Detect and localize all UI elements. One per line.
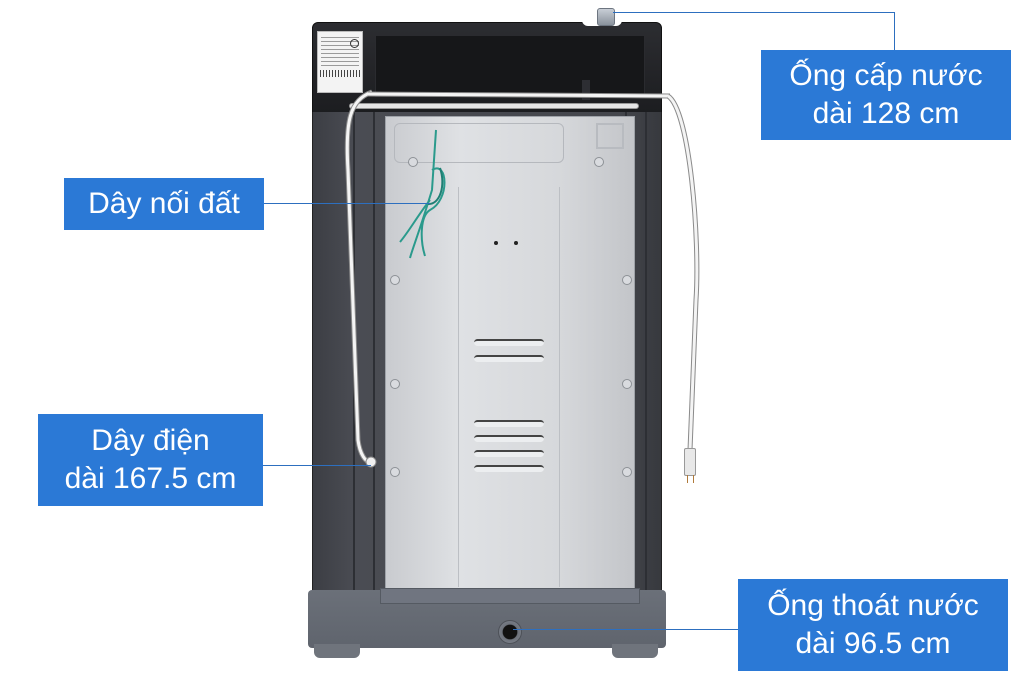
vent-slot-icon bbox=[474, 355, 544, 362]
cabinet-body bbox=[312, 112, 662, 606]
vent-slot-icon bbox=[474, 450, 544, 457]
leader-line-water-inlet-vertical bbox=[894, 12, 895, 50]
rating-label-sticker bbox=[317, 31, 363, 93]
power-plug-icon bbox=[684, 448, 696, 483]
callout-title: Ống thoát nước bbox=[767, 589, 979, 622]
leveling-foot bbox=[314, 644, 360, 658]
vent-slot-icon bbox=[474, 465, 544, 472]
vent-slot-icon bbox=[474, 420, 544, 427]
certification-mark-icon bbox=[350, 39, 359, 48]
callout-length: dài 96.5 cm bbox=[795, 627, 951, 660]
barcode-icon bbox=[320, 70, 360, 77]
callout-length: dài 128 cm bbox=[812, 97, 960, 130]
callout-title: Dây điện bbox=[91, 424, 210, 457]
leader-line-power-cord bbox=[263, 465, 371, 466]
callout-ground-wire: Dây nối đất bbox=[64, 178, 264, 230]
panel-bottom-bracket bbox=[380, 588, 640, 604]
callout-drain-hose: Ống thoát nước dài 96.5 cm bbox=[738, 579, 1008, 671]
leader-line-water-inlet bbox=[613, 12, 895, 13]
rear-metal-panel bbox=[385, 116, 635, 606]
callout-water-inlet-hose: Ống cấp nước dài 128 cm bbox=[761, 50, 1011, 140]
top-control-housing bbox=[312, 22, 662, 114]
leader-line-drain-hose bbox=[513, 629, 738, 630]
callout-title: Dây nối đất bbox=[88, 187, 240, 220]
top-recess bbox=[375, 35, 645, 100]
drain-outlet-icon bbox=[498, 620, 522, 644]
leveling-foot bbox=[612, 644, 658, 658]
callout-title: Ống cấp nước bbox=[789, 59, 983, 92]
cord-retaining-rail bbox=[349, 103, 639, 109]
vent-slot-icon bbox=[474, 435, 544, 442]
callout-length: dài 167.5 cm bbox=[64, 462, 237, 495]
washing-machine-rear bbox=[308, 8, 666, 666]
vent-slot-icon bbox=[474, 339, 544, 346]
water-inlet-valve-icon bbox=[597, 8, 615, 26]
leader-line-ground-wire bbox=[264, 203, 430, 204]
callout-power-cord: Dây điện dài 167.5 cm bbox=[38, 414, 263, 506]
